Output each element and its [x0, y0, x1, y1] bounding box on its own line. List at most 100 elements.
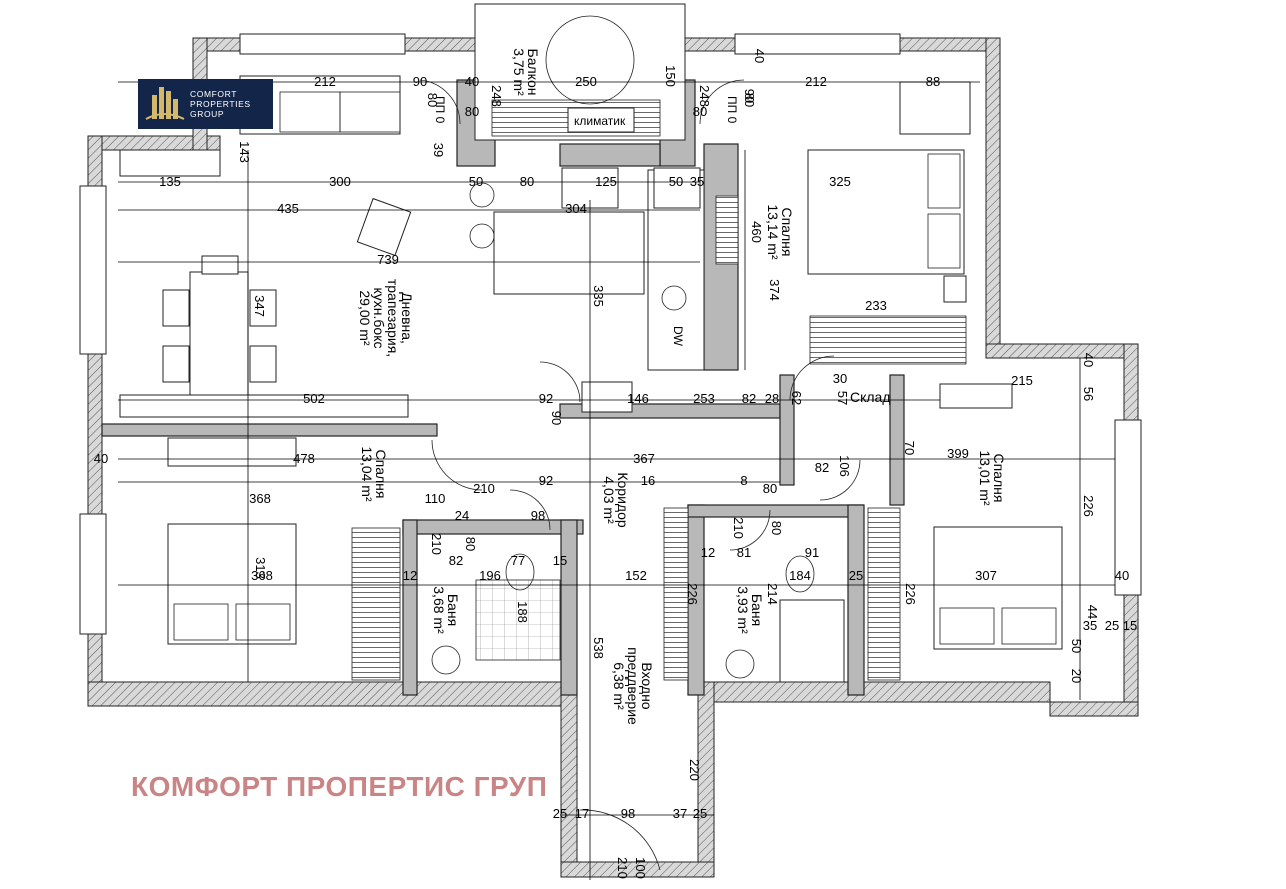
tv-unit — [119, 394, 409, 418]
dimension-label: 100 — [633, 857, 648, 879]
dining-chair-5 — [201, 255, 239, 275]
dimension-label: 325 — [829, 174, 851, 189]
wall-entrance-west — [560, 681, 578, 878]
door-balcony-west — [419, 79, 461, 125]
dimension-label: 30 — [833, 371, 847, 386]
dimension-label: 80 — [425, 93, 440, 107]
door-bedroom-ne — [789, 355, 835, 401]
dimension-label: 435 — [277, 201, 299, 216]
dimension-label: 28 — [765, 391, 779, 406]
wall-south-mid — [697, 681, 1051, 703]
dimension-label: 25 — [693, 806, 707, 821]
shower-2 — [779, 599, 845, 683]
logo-line-1: COMFORT — [190, 89, 238, 99]
svg-text:Спалня: Спалня — [373, 450, 389, 499]
dimension-label: 24 — [455, 508, 469, 523]
desk-se — [939, 383, 1013, 409]
window-north-living — [119, 149, 221, 177]
room-label-storage: Склад — [850, 389, 891, 405]
dimension-label: 347 — [252, 295, 267, 317]
dimension-label: 35 — [1083, 618, 1097, 633]
dimension-label: 250 — [575, 74, 597, 89]
dimension-label: 80 — [463, 537, 478, 551]
dimension-label: 77 — [511, 553, 525, 568]
dimension-label: 399 — [947, 446, 969, 461]
dimension-label: 307 — [975, 568, 997, 583]
dimension-label: 17 — [575, 806, 589, 821]
dimension-label: 40 — [1081, 353, 1096, 367]
dimension-label: 25 — [1105, 618, 1119, 633]
dimension-label: 25 — [849, 568, 863, 583]
svg-text:3,68 m²: 3,68 m² — [431, 586, 447, 634]
wall-bath2-north — [687, 504, 864, 518]
dimension-label: 80 — [520, 174, 534, 189]
dimension-label: 367 — [633, 451, 655, 466]
dimension-label: 146 — [627, 391, 649, 406]
wall-living-south — [101, 423, 438, 437]
dimension-label: 40 — [752, 49, 767, 63]
window-north-1 — [239, 33, 406, 55]
svg-text:4,03 m²: 4,03 m² — [601, 476, 617, 524]
watermark-text: КОМФОРТ ПРОПЕРТИС ГРУП — [131, 771, 548, 802]
toilet-2 — [785, 555, 815, 593]
dimension-label: 44 — [1085, 605, 1100, 619]
svg-text:Дневна,: Дневна, — [399, 292, 415, 344]
dimension-label: 212 — [314, 74, 336, 89]
wall-east-mid — [985, 343, 1139, 359]
dimension-label: 56 — [1081, 387, 1096, 401]
room-label-corridor: Коридор 4,03 m² — [601, 472, 631, 528]
dimension-label: 50 — [1069, 639, 1084, 653]
dimension-label: 210 — [615, 857, 630, 879]
wardrobe-sw — [351, 527, 401, 681]
dimension-label: 110 — [425, 491, 446, 506]
desk-sw — [167, 437, 297, 467]
company-logo: COMFORT PROPERTIES GROUP — [138, 79, 273, 129]
svg-text:29,00 m²: 29,00 m² — [357, 290, 373, 346]
dimension-label: 50 — [469, 174, 483, 189]
dishwasher-label: DW — [671, 326, 685, 347]
dimension-label: 188 — [515, 601, 530, 623]
wall-bath1-east — [560, 519, 578, 696]
door-balcony-east — [699, 79, 745, 125]
dimension-label: 538 — [591, 637, 606, 659]
door-entrance — [579, 809, 661, 871]
bed-sw-pillow-1 — [173, 603, 229, 641]
dining-chair-4 — [249, 345, 277, 383]
desk-ne — [899, 81, 971, 135]
room-label-bath-2: Баня 3,93 m² — [735, 586, 765, 634]
bed-se-pillow-1 — [939, 607, 995, 645]
dimension-label: 15 — [1123, 618, 1137, 633]
dimension-label: 150 — [663, 65, 678, 87]
dimension-label: 37 — [673, 806, 687, 821]
dimension-label: 40 — [94, 451, 108, 466]
dimension-label: 82 — [815, 460, 829, 475]
dimension-label: 215 — [1011, 373, 1033, 388]
dimension-label: 80 — [693, 104, 707, 119]
window-west-1 — [79, 185, 107, 355]
window-code-1: ПП 0 — [433, 96, 447, 124]
dimension-label: 253 — [693, 391, 715, 406]
dimension-label: 80 — [465, 104, 479, 119]
room-label-entrance: Входно преддверие 6,38 m² — [611, 647, 655, 725]
dimension-label: 92 — [539, 473, 553, 488]
dimension-label: 25 — [553, 806, 567, 821]
room-label-bath-1: Баня 3,68 m² — [431, 586, 461, 634]
bed-ne — [807, 149, 965, 275]
dimension-label: 248 — [489, 85, 504, 107]
air-conditioner-unit — [567, 107, 635, 133]
wardrobe-hall — [715, 195, 739, 265]
dimension-label: 313 — [253, 557, 268, 579]
dimension-label: 125 — [595, 174, 617, 189]
logo-line-2: PROPERTIES — [190, 99, 251, 109]
dimension-label: 90 — [549, 411, 564, 425]
svg-text:преддверие: преддверие — [625, 647, 641, 725]
wall-bath1-north — [402, 519, 584, 535]
dimension-label: 368 — [249, 491, 271, 506]
wash-basin-1 — [431, 645, 461, 675]
svg-text:Баня: Баня — [749, 594, 765, 626]
dining-chair-3 — [249, 289, 277, 327]
shower-tiles-1 — [475, 579, 561, 661]
dimension-label: 92 — [539, 391, 553, 406]
dimension-label: 80 — [763, 481, 777, 496]
